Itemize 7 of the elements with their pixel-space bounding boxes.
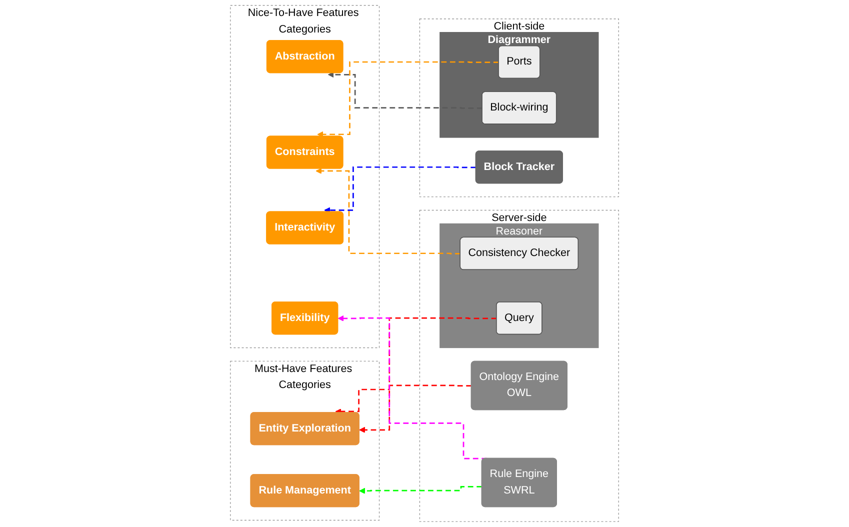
arrow (335, 317, 497, 414)
arrow (359, 486, 482, 494)
arrow (324, 166, 476, 214)
arrow (317, 61, 499, 138)
arrow (359, 384, 472, 433)
arrow (328, 72, 482, 109)
arrow (316, 168, 460, 254)
